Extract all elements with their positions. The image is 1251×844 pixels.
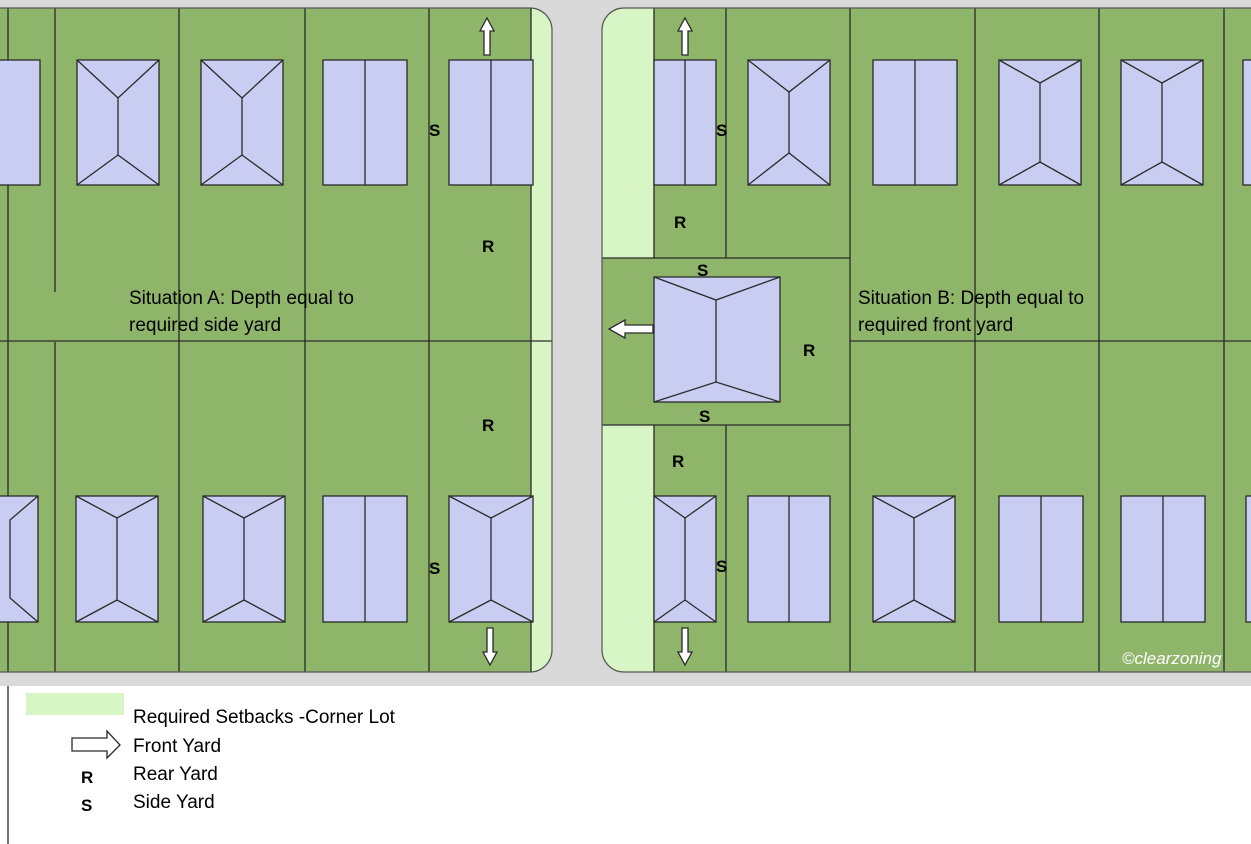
rear-yard-label: R [482,416,494,435]
yard-labels: S R R S S R S R S R S [429,121,815,578]
front-yard-arrows [478,16,694,667]
house-gable [448,59,534,186]
house-hip [76,59,160,186]
arrow-icon [478,16,496,56]
block-b-border [601,7,1251,673]
block-a-corner-setback [531,8,552,672]
block-a-border [0,7,553,673]
legend-label-front-yard: Front Yard [133,736,221,757]
house-gable [872,59,958,186]
rear-yard-label: R [674,213,686,232]
side-yard-label: S [699,407,710,426]
arrow-icon [676,16,694,56]
house-hip [448,495,534,623]
house-hip [200,59,284,186]
side-yard-label: S [429,121,440,140]
legend-label-setbacks: Required Setbacks -Corner Lot [133,707,396,728]
house-hip [1120,59,1204,186]
arrow-icon [481,627,499,667]
arrow-icon [607,318,654,340]
legend-label-rear-yard: Rear Yard [133,764,218,785]
house-hip [998,59,1082,186]
rear-yard-label: R [672,452,684,471]
legend-symbol-side: S [81,796,92,815]
situation-a-caption-line2: required side yard [129,315,281,336]
house-gable [322,495,408,623]
house-hip [0,59,41,186]
watermark: ©clearzoning [1122,649,1222,668]
house-gable [998,495,1084,623]
house-gable [747,495,831,623]
situation-b-caption-line1: Situation B: Depth equal to [858,288,1084,309]
rear-yard-label: R [803,341,815,360]
legend-symbol-rear: R [81,768,93,787]
house-gable [1120,495,1206,623]
light-green-swatch [26,693,124,715]
arrow-icon [71,729,121,760]
situation-a-caption-line1: Situation A: Depth equal to [129,288,354,309]
block-b-corner-setback-top [602,8,654,258]
legend-label-side-yard: Side Yard [133,792,215,813]
side-yard-label: S [697,261,708,280]
house-gable [653,59,717,186]
house-hip [202,495,286,623]
house-corner-hip [653,276,781,403]
house-gable [1245,495,1251,623]
block-b-corner-setback-bottom [602,425,654,672]
situation-b-caption-line2: required front yard [858,315,1013,336]
side-yard-label: S [716,557,727,576]
legend: Required Setbacks -Corner Lot Front Yard… [7,686,396,844]
house-hip [0,495,39,623]
house-gable [1242,59,1251,186]
rear-yard-label: R [482,237,494,256]
house-gable [322,59,408,186]
house-hip [75,495,159,623]
house-hip [872,495,956,623]
house-hip [747,59,831,186]
side-yard-label: S [429,559,440,578]
house-hip [653,495,717,623]
houses [0,59,1251,623]
side-yard-label: S [716,121,727,140]
arrow-icon [676,627,694,667]
